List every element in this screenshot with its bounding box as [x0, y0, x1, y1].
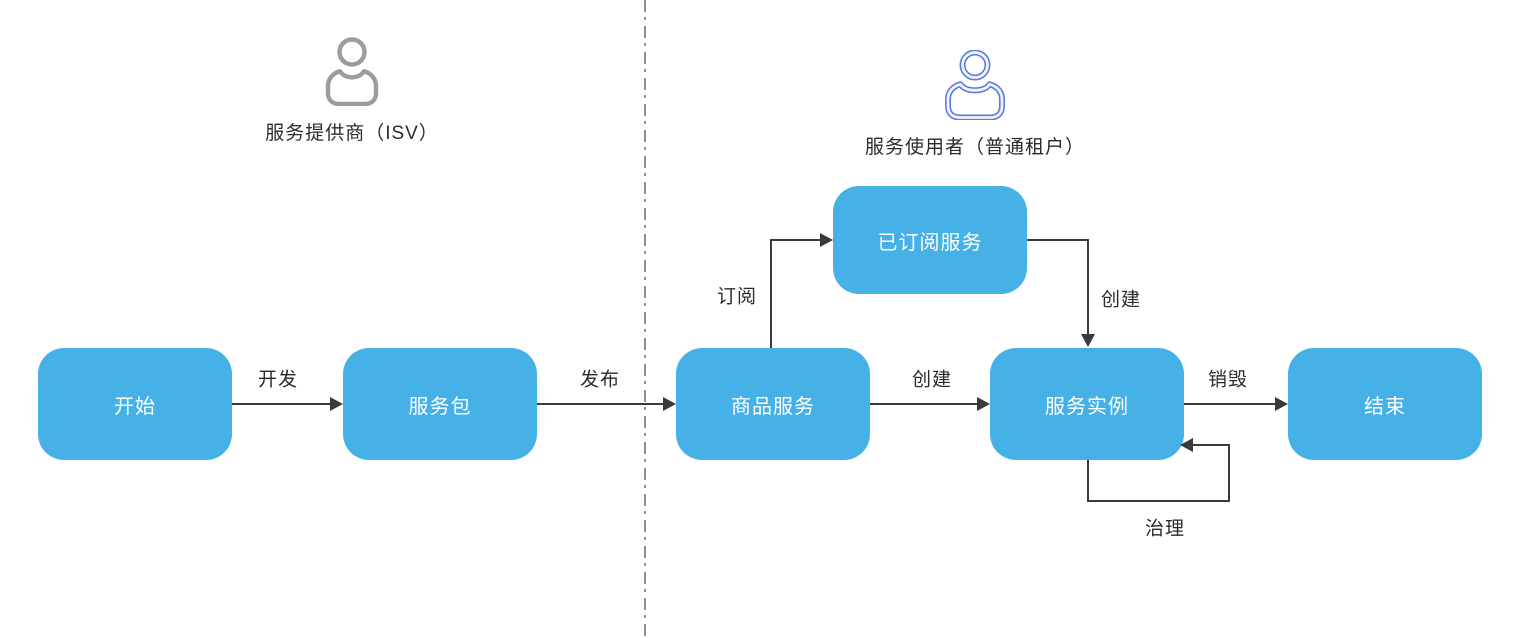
actor-label-provider: 服务提供商（ISV） — [265, 123, 439, 144]
actor-service-user: 服务使用者（普通租户） — [850, 50, 1100, 159]
node-end-label: 结束 — [1364, 395, 1406, 418]
node-subscribed-service: 已订阅服务 — [833, 186, 1027, 294]
edge-line — [1184, 403, 1276, 405]
lane-divider — [644, 0, 646, 638]
edge-line — [537, 403, 664, 405]
person-blue-icon — [945, 50, 1005, 120]
edge-line — [1027, 239, 1089, 241]
edge-destroy-label: 销毁 — [1207, 369, 1249, 391]
node-service-instance: 服务实例 — [990, 348, 1184, 460]
actor-label-user: 服务使用者（普通租户） — [864, 137, 1085, 158]
node-product-service: 商品服务 — [676, 348, 870, 460]
edge-publish-label: 发布 — [579, 369, 621, 391]
edge-line — [232, 403, 331, 405]
person-gray-icon — [325, 37, 379, 106]
edge-line — [1087, 239, 1089, 335]
arrowhead-down-icon — [1081, 334, 1095, 347]
edge-line — [1193, 444, 1230, 446]
edge-create-instance-label: 创建 — [911, 369, 953, 391]
arrowhead-right-icon — [1275, 397, 1288, 411]
edge-governance-label: 治理 — [1144, 518, 1186, 540]
edge-line — [1228, 445, 1230, 502]
edge-subscribe-label: 订阅 — [716, 286, 758, 308]
node-product-service-label: 商品服务 — [731, 395, 815, 418]
node-service-package-label: 服务包 — [408, 395, 472, 418]
node-service-instance-label: 服务实例 — [1045, 395, 1129, 418]
arrowhead-right-icon — [663, 397, 676, 411]
arrowhead-right-icon — [330, 397, 343, 411]
node-start: 开始 — [38, 348, 232, 460]
edge-create-from-subscription-label: 创建 — [1100, 289, 1142, 311]
actor-service-provider: 服务提供商（ISV） — [242, 36, 462, 145]
arrowhead-right-icon — [820, 233, 833, 247]
edge-develop-label: 开发 — [257, 369, 299, 391]
arrowhead-left-icon — [1180, 438, 1193, 452]
node-subscribed-service-label: 已订阅服务 — [877, 231, 983, 254]
node-end: 结束 — [1288, 348, 1482, 460]
edge-line — [1087, 460, 1089, 502]
edge-line — [770, 240, 772, 348]
edge-line — [870, 403, 978, 405]
node-start-label: 开始 — [114, 395, 156, 418]
node-service-package: 服务包 — [343, 348, 537, 460]
edge-line — [770, 239, 820, 241]
edge-line — [1087, 500, 1230, 502]
arrowhead-right-icon — [977, 397, 990, 411]
